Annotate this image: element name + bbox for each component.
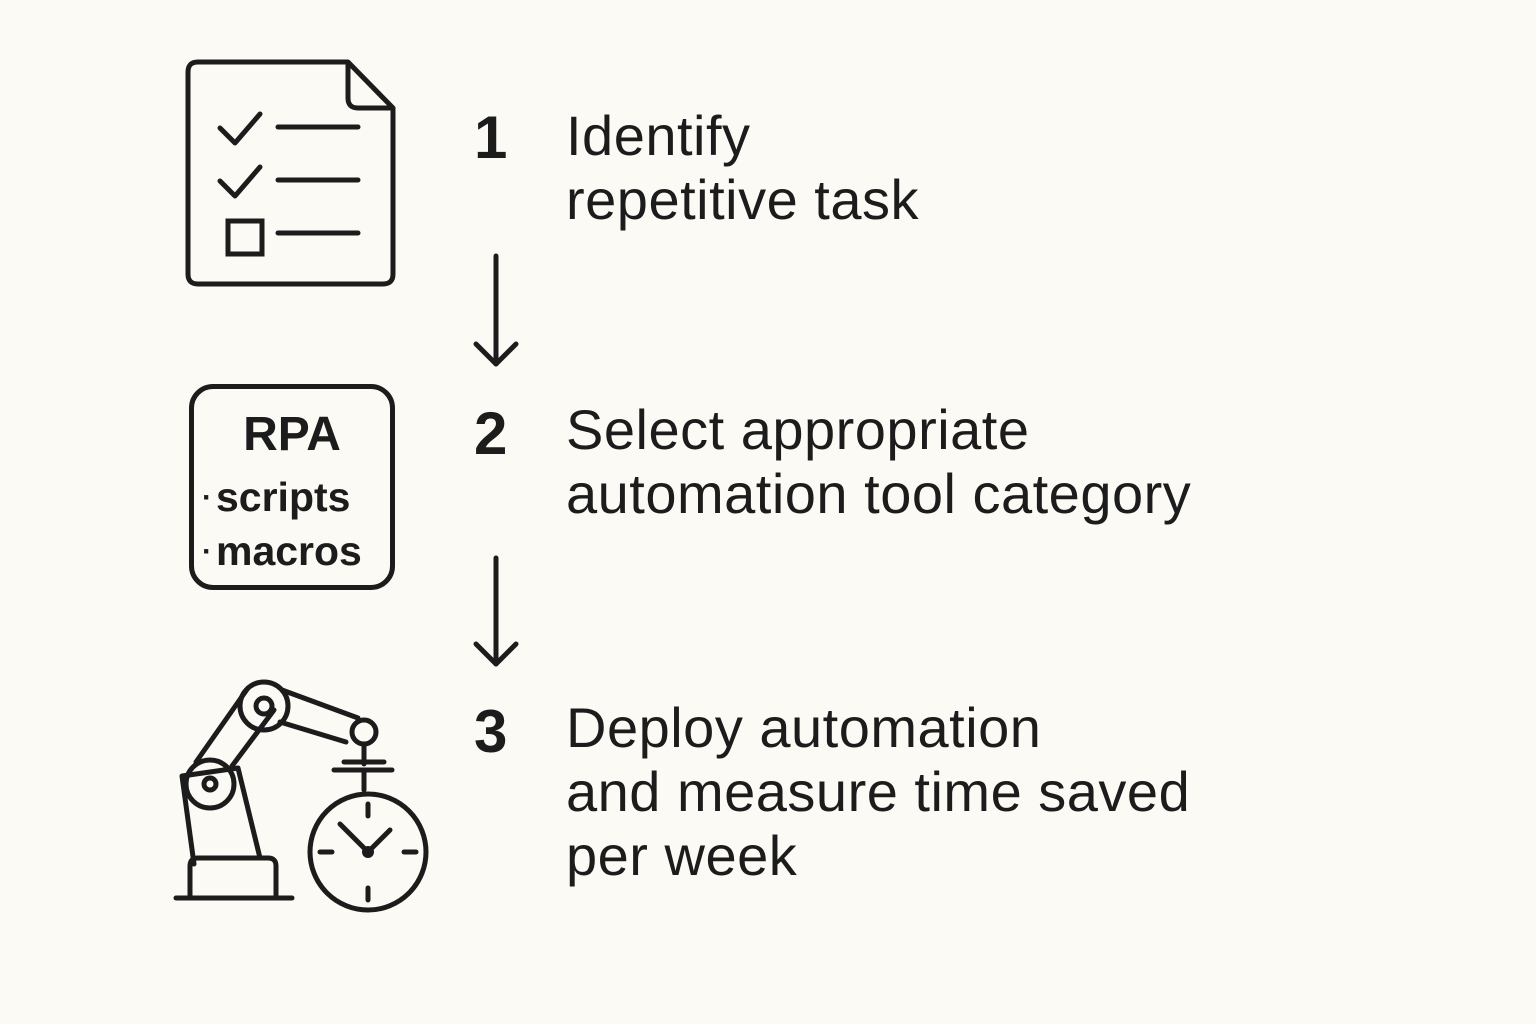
step-1-label-line-2: repetitive task (566, 168, 919, 231)
step-1-label: Identify repetitive task (566, 104, 919, 232)
step-2-label-line-1: Select appropriate (566, 398, 1030, 461)
tool-category-icon: RPA ·scripts ·macros (189, 384, 395, 590)
bullet-icon: · (202, 534, 212, 568)
step-3-label-line-1: Deploy automation (566, 696, 1042, 759)
step-2-label-line-2: automation tool category (566, 462, 1192, 525)
step-3-label-line-2: and measure time saved (566, 760, 1191, 823)
arrow-down-icon (473, 253, 519, 367)
step-3-label: Deploy automation and measure time saved… (566, 696, 1190, 888)
tool-box-title: RPA (243, 408, 341, 461)
robot-arm-clock-icon (173, 679, 429, 913)
step-1-number: 1 (474, 104, 508, 171)
step-3-number: 3 (474, 698, 508, 765)
step-1-label-line-1: Identify (566, 104, 751, 167)
tool-box-item: ·scripts (202, 477, 386, 518)
checklist-icon (185, 59, 396, 287)
arrow-down-icon (473, 555, 519, 667)
step-3-label-line-3: per week (566, 824, 798, 887)
tool-box-item-label: macros (216, 528, 362, 574)
tool-box-item: ·macros (202, 531, 386, 572)
tool-box-item-label: scripts (216, 474, 351, 520)
step-2-number: 2 (474, 400, 508, 467)
step-2-label: Select appropriate automation tool categ… (566, 398, 1191, 526)
bullet-icon: · (202, 480, 212, 514)
